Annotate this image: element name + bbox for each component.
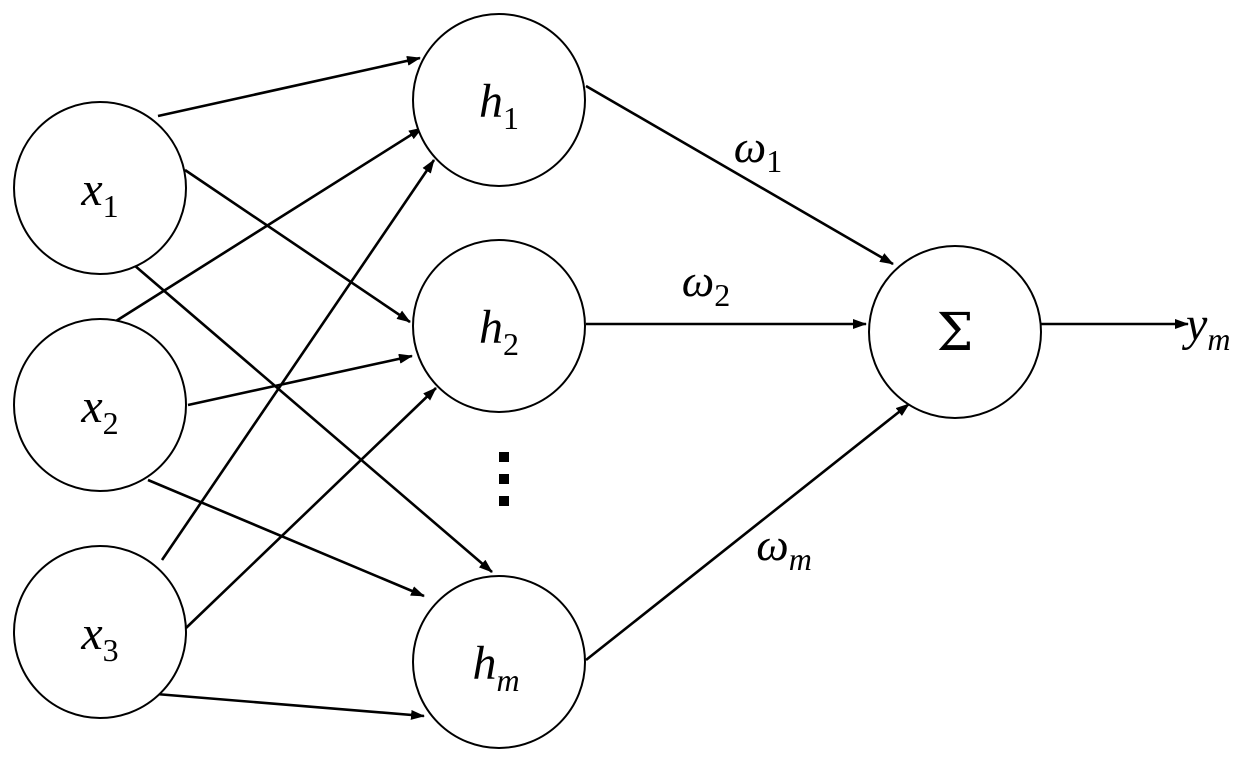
edge-x1-h1 (157, 55, 421, 118)
svg-text:h1: h1 (479, 75, 519, 136)
hidden-node-h1: h1 (412, 13, 586, 187)
hidden-sum-edges (585, 84, 910, 662)
hidden-node-h2: h2 (412, 239, 586, 413)
edge-x1-h2 (184, 168, 411, 324)
svg-text:Σ: Σ (937, 303, 974, 363)
edge-x2-h2 (187, 353, 413, 407)
output-label-ym: ym (1181, 298, 1230, 357)
input-hidden-edges (115, 55, 493, 720)
edge-x2-hm (147, 478, 425, 598)
input-node-x3: x3 (13, 545, 187, 719)
hidden-node-hm: hm (412, 575, 586, 749)
input-node-x1: x1 (13, 101, 187, 275)
edge-hm-sum (585, 402, 910, 662)
weight-label-wm: ωm (756, 519, 812, 577)
edge-x2-h1 (115, 126, 423, 323)
weight-label-w1: ω1 (734, 121, 782, 179)
svg-text:hm: hm (472, 637, 519, 698)
input-node-x2: x2 (13, 318, 187, 492)
svg-text:x3: x3 (80, 607, 118, 668)
weight-label-w2: ω2 (682, 255, 730, 313)
edge-x3-h1 (160, 159, 436, 561)
sum-node: Σ (868, 245, 1042, 419)
hidden-ellipsis (499, 452, 509, 506)
svg-text:x1: x1 (80, 163, 118, 224)
edge-x1-hm (133, 264, 493, 573)
edge-x3-h2 (185, 387, 437, 629)
edge-h1-sum (585, 84, 894, 266)
svg-text:x2: x2 (80, 380, 118, 441)
edge-x3-hm (155, 692, 425, 720)
svg-text:h2: h2 (479, 301, 519, 362)
